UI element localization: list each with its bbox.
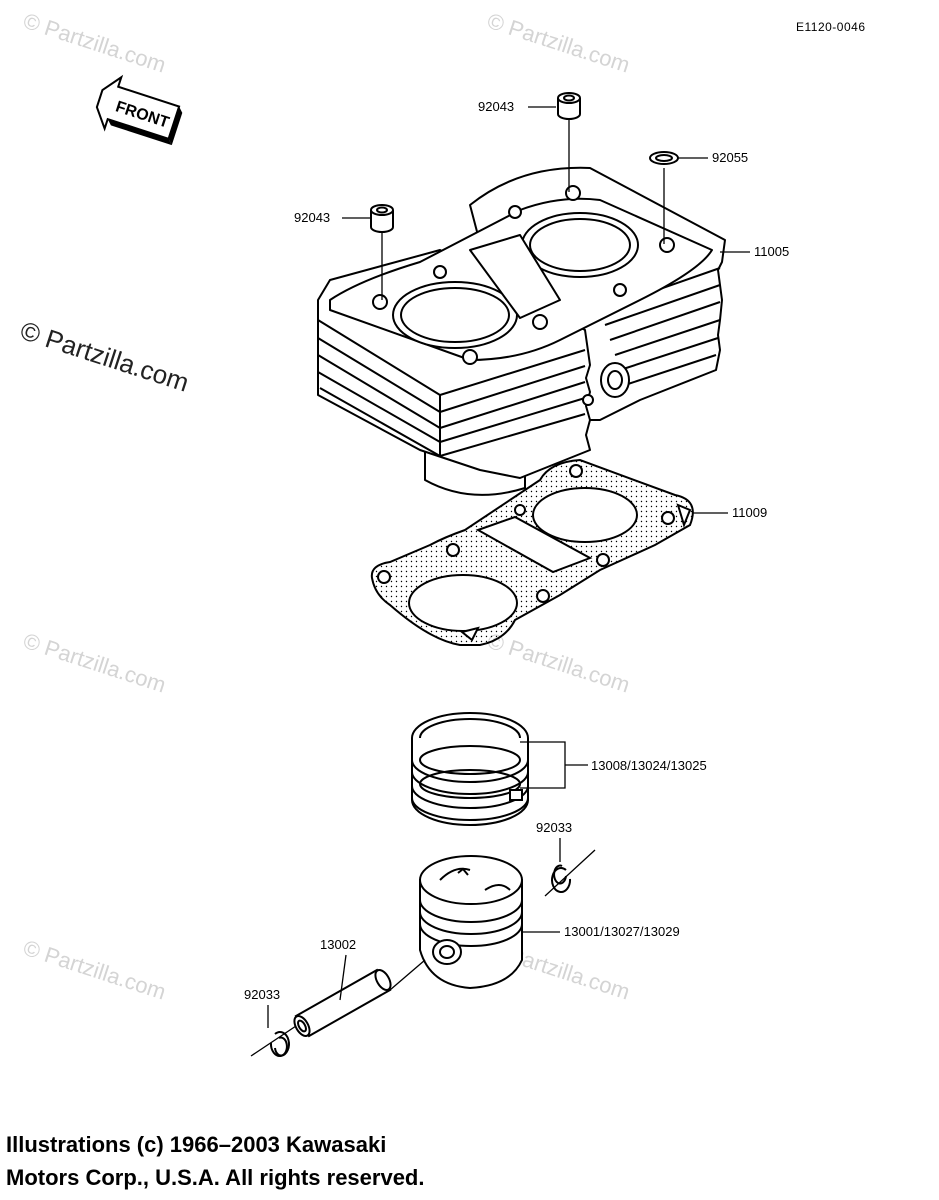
copyright-notice: Illustrations (c) 1966–2003 Kawasaki Mot…: [6, 1128, 424, 1194]
callout-92043-top[interactable]: 92043: [478, 99, 515, 114]
callout-13008-13024-13025[interactable]: 13008/13024/13025: [591, 758, 707, 773]
callout-92055[interactable]: 92055: [712, 150, 749, 165]
callout-13002[interactable]: 13002: [320, 937, 357, 952]
callout-92033-right[interactable]: 92033: [536, 820, 573, 835]
head-gasket: [370, 458, 694, 646]
callout-13001-13027-13029[interactable]: 13001/13027/13029: [564, 924, 680, 939]
leader-lines: [250, 106, 750, 1057]
dowel-pin-left: [370, 204, 394, 233]
callout-92043-left[interactable]: 92043: [294, 210, 331, 225]
copyright-line-1: Illustrations (c) 1966–2003 Kawasaki: [6, 1132, 387, 1157]
o-ring: [649, 151, 679, 165]
piston-pin: [293, 968, 392, 1038]
circlip-right: [551, 864, 572, 893]
circlip-left: [269, 1031, 290, 1057]
copyright-line-2: Motors Corp., U.S.A. All rights reserved…: [6, 1165, 425, 1190]
callout-11009[interactable]: 11009: [732, 505, 768, 520]
front-arrow-icon: FRONT: [95, 74, 183, 146]
dowel-pin-top: [557, 92, 581, 120]
piston: [419, 855, 523, 990]
callout-11005[interactable]: 11005: [754, 244, 790, 259]
piston-rings: [411, 712, 529, 826]
callout-92033-left[interactable]: 92033: [244, 987, 281, 1002]
diagram-reference: E1120-0046: [796, 20, 866, 34]
cylinder-block: [317, 166, 726, 496]
